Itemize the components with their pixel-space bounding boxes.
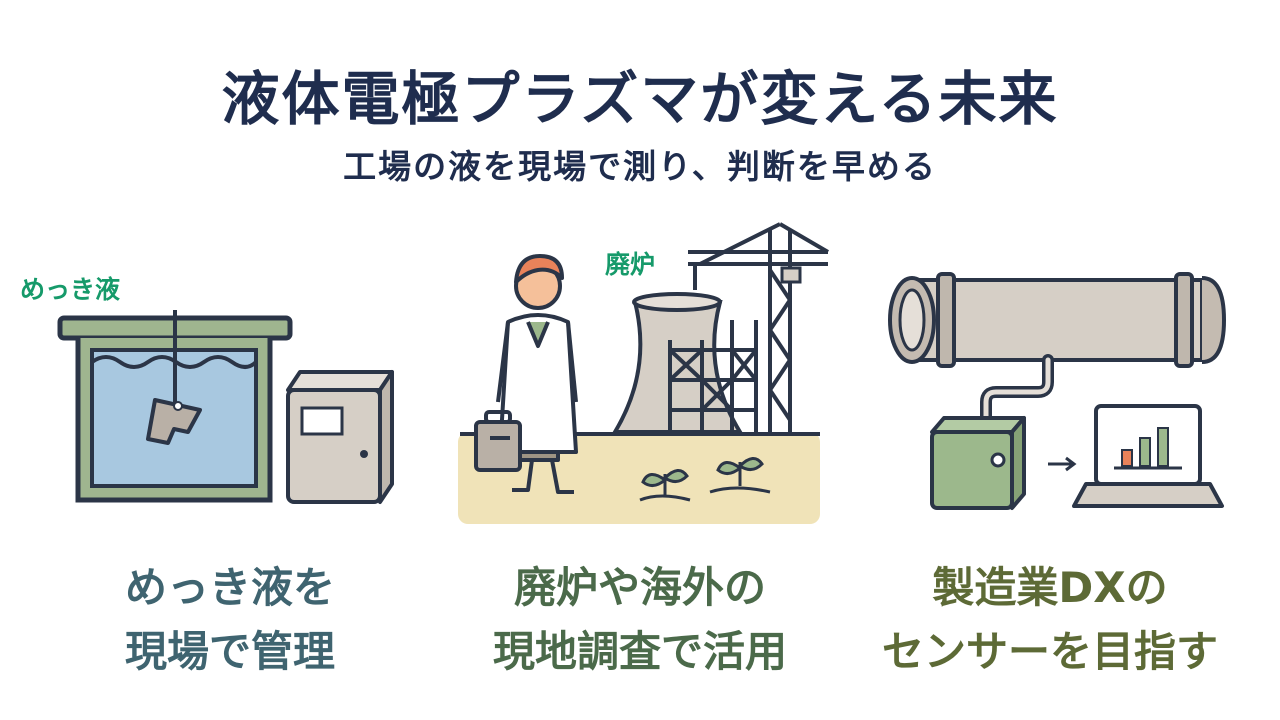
plating-tank-illustration (57, 310, 394, 504)
pipeline-sensor-illustration (888, 272, 1227, 510)
tag-plating-liquid: めっき液 (20, 275, 121, 304)
caption-manufacturing-dx: 製造業DXの センサーを目指す (850, 556, 1250, 684)
page-subtitle: 工場の液を現場で測り、判断を早める (343, 147, 937, 186)
caption-dx-line-1: 製造業DXの (932, 563, 1168, 612)
caption-decommissioning: 廃炉や海外の 現地調査で活用 (440, 556, 840, 684)
panel-manufacturing-dx (860, 210, 1260, 540)
caption-dx-line-2: センサーを目指す (881, 627, 1218, 676)
caption-decommissioning-line-1: 廃炉や海外の (513, 563, 766, 612)
decommissioning-illustration (458, 222, 830, 524)
page-title: 液体電極プラズマが変える未来 (221, 65, 1059, 133)
caption-decommissioning-line-2: 現地調査で活用 (492, 627, 787, 676)
tag-decommissioning: 廃炉 (605, 250, 656, 279)
panel-decommissioning: 廃炉 (440, 210, 840, 540)
caption-plating-line-2: 現場で管理 (124, 627, 335, 676)
caption-plating: めっき液を 現場で管理 (30, 556, 430, 684)
caption-plating-line-1: めっき液を (124, 563, 335, 612)
panel-plating: めっき液 (20, 210, 420, 540)
